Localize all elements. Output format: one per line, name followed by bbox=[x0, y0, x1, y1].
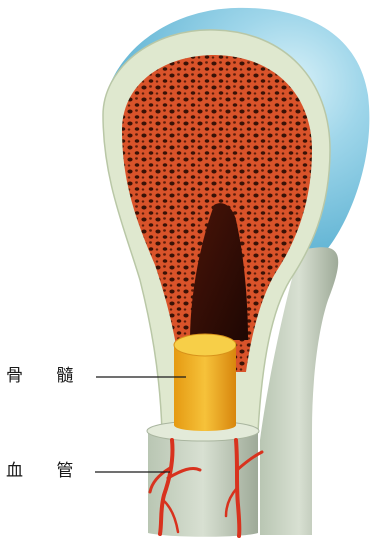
bone-marrow-top bbox=[174, 334, 236, 356]
bone-marrow bbox=[174, 345, 236, 431]
blood-vessel-label: 血 管 bbox=[6, 461, 87, 481]
bone-shaft-lower bbox=[148, 430, 258, 537]
bone-marrow-label: 骨 髓 bbox=[6, 366, 87, 386]
